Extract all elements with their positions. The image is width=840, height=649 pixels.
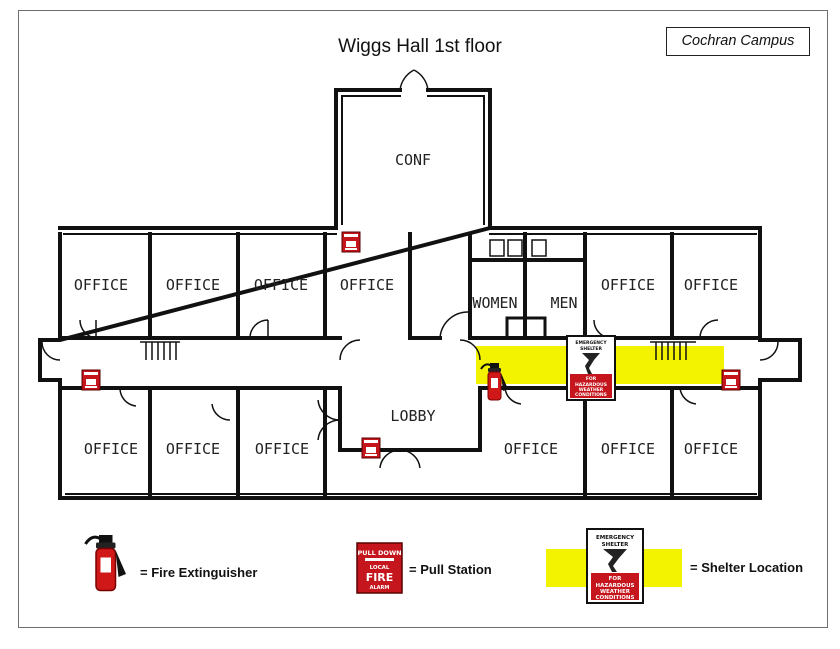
fire-extinguisher-icon [84, 533, 128, 592]
room-label-office: OFFICE [166, 440, 220, 458]
svg-text:ALARM: ALARM [370, 585, 390, 591]
room-label-office: OFFICE [255, 440, 309, 458]
room-label-office: OFFICE [684, 440, 738, 458]
svg-text:WEATHER: WEATHER [579, 387, 604, 393]
room-label-men: MEN [550, 294, 577, 312]
room-label-office: OFFICE [166, 276, 220, 294]
svg-text:FIRE: FIRE [366, 571, 394, 584]
map-frame [18, 10, 828, 628]
room-label-office: OFFICE [340, 276, 394, 294]
emergency-shelter-sign-icon: EMERGENCY SHELTER FOR HAZARDOUS WEATHER … [586, 528, 644, 604]
room-label-office: OFFICE [254, 276, 308, 294]
svg-text:SHELTER: SHELTER [580, 346, 602, 352]
room-label-office: OFFICE [684, 276, 738, 294]
pull-station-icon [721, 369, 741, 391]
pull-station-icon [81, 369, 101, 391]
pull-station-icon: PULL DOWN LOCAL FIRE ALARM [356, 542, 403, 594]
room-label-office: OFFICE [84, 440, 138, 458]
pull-station-icon [341, 231, 361, 253]
room-label-office: OFFICE [504, 440, 558, 458]
svg-text:FOR: FOR [586, 376, 597, 382]
svg-text:CONDITIONS: CONDITIONS [596, 595, 635, 601]
room-label-office: OFFICE [601, 440, 655, 458]
svg-text:CONDITIONS: CONDITIONS [575, 392, 607, 398]
emergency-shelter-sign-icon: EMERGENCY SHELTER FOR HAZARDOUS WEATHER … [566, 335, 616, 401]
room-label-women: WOMEN [472, 294, 517, 312]
room-label-conf: CONF [395, 151, 431, 169]
map-title: Wiggs Hall 1st floor [338, 36, 502, 57]
room-label-lobby: LOBBY [390, 407, 435, 425]
svg-text:EMERGENCY: EMERGENCY [596, 535, 635, 541]
svg-text:WEATHER: WEATHER [600, 589, 631, 595]
svg-text:PULL DOWN: PULL DOWN [357, 549, 401, 557]
campus-label: Cochran Campus [666, 27, 810, 56]
legend-label-shelter-location: = Shelter Location [690, 560, 804, 575]
room-label-office: OFFICE [601, 276, 655, 294]
svg-text:HAZARDOUS: HAZARDOUS [575, 382, 607, 388]
pull-station-icon [361, 437, 381, 459]
svg-text:SHELTER: SHELTER [602, 542, 629, 548]
legend-label-pull-station: = Pull Station [409, 562, 492, 577]
legend-label-fire-extinguisher: = Fire Extinguisher [140, 565, 258, 580]
svg-text:HAZARDOUS: HAZARDOUS [595, 583, 634, 589]
room-label-office: OFFICE [74, 276, 128, 294]
svg-text:FOR: FOR [609, 576, 622, 582]
svg-text:EMERGENCY: EMERGENCY [575, 340, 607, 346]
svg-text:LOCAL: LOCAL [370, 565, 390, 571]
